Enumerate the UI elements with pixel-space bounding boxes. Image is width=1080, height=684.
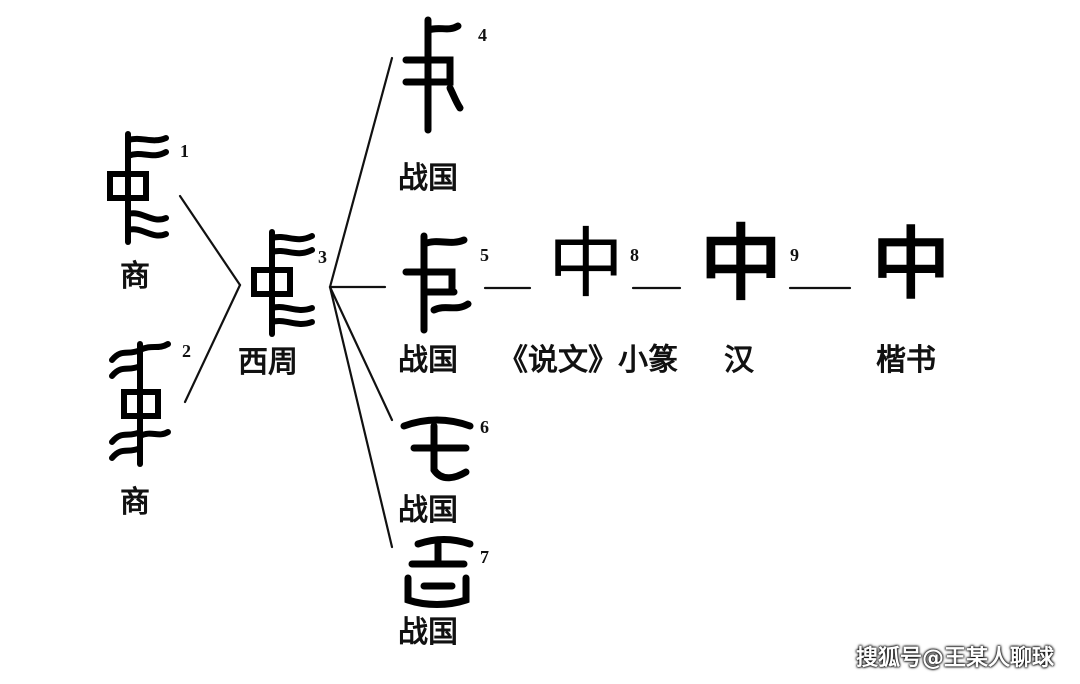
node-4-number: 4 xyxy=(478,25,487,45)
glyph-node-9: 中 xyxy=(700,217,783,312)
node-4-label: 战国 xyxy=(398,161,458,196)
edge-3-6 xyxy=(328,285,394,422)
glyph-node-10: 中 xyxy=(872,220,951,310)
edge-3-4 xyxy=(328,56,394,289)
edge-3-7 xyxy=(328,285,394,549)
edge-2-3 xyxy=(183,283,242,404)
glyph-node-1 xyxy=(100,130,176,250)
edge-1-3 xyxy=(178,194,242,287)
glyph-node-4 xyxy=(400,16,472,134)
node-10-label: 楷书 xyxy=(876,343,936,378)
node-2-number: 2 xyxy=(182,341,191,361)
node-6-label: 战国 xyxy=(398,493,458,528)
glyph-node-6 xyxy=(396,408,482,488)
glyph-node-7 xyxy=(398,534,482,614)
node-1-number: 1 xyxy=(180,141,189,161)
node-5-number: 5 xyxy=(480,245,489,265)
glyph-node-8: 中 xyxy=(548,219,624,308)
node-3-number: 3 xyxy=(318,247,327,267)
node-6-number: 6 xyxy=(480,417,489,437)
node-9-number: 9 xyxy=(790,245,799,265)
node-8-label: 《说文》小篆 xyxy=(498,343,678,378)
glyph-node-2 xyxy=(100,340,180,470)
node-7-label: 战国 xyxy=(398,615,458,650)
node-1-label: 商 xyxy=(120,259,150,294)
glyph-node-3 xyxy=(242,228,318,340)
watermark: 搜狐号@王某人聊球 xyxy=(855,646,1054,671)
node-3-label: 西周 xyxy=(238,345,298,380)
node-7-number: 7 xyxy=(480,547,489,567)
node-2-label: 商 xyxy=(120,485,150,520)
node-5-label: 战国 xyxy=(398,343,458,378)
glyph-node-5 xyxy=(398,232,478,336)
node-8-number: 8 xyxy=(630,245,639,265)
node-9-label: 汉 xyxy=(724,343,754,378)
